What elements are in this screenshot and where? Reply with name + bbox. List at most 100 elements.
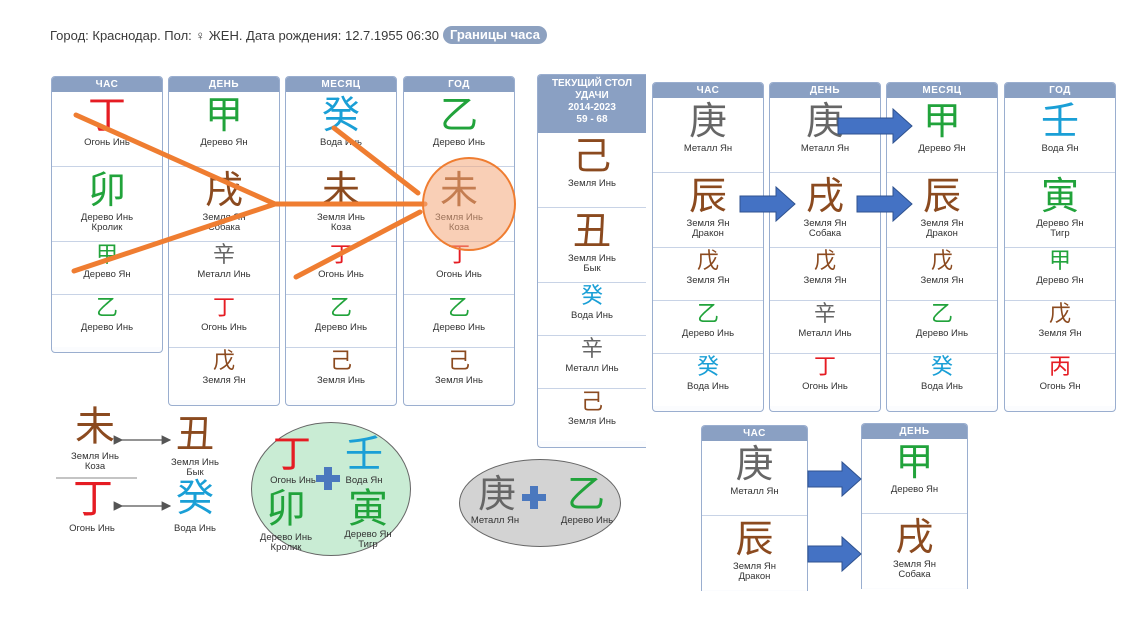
third-hour-stem[interactable]: 庚 Металл Ян [702,441,807,516]
label: Земля Ян [686,218,730,229]
natal-year-hidden-3[interactable]: 己 Земля Инь [404,348,514,400]
luck-hidden-2[interactable]: 辛 Металл Инь [538,336,646,389]
green-combination-oval [251,422,411,556]
orange-line [331,125,421,196]
glyph: 戊 [696,249,719,274]
natal-year-hidden-1[interactable]: 丁 Огонь Инь [404,242,514,295]
second-day-hidden-3[interactable]: 丁 Огонь Инь [770,354,880,406]
second-year-hidden-3[interactable]: 丙 Огонь Ян [1005,354,1115,406]
second-day-column: ДЕНЬ 庚 Металл Ян 戌 Земля Ян Собака 戊 Зем… [769,82,881,412]
label: Огонь Ян [1039,381,1081,392]
orange-line [293,209,423,280]
third-day-title: ДЕНЬ [862,424,967,439]
third-day-stem[interactable]: 甲 Дерево Ян [862,439,967,514]
label: Земля Ян [202,212,246,223]
label: Кролик [91,222,123,233]
second-month-hidden-3[interactable]: 癸 Вода Инь [887,354,997,406]
grey-combination-oval [459,459,621,547]
label: Дерево Инь [681,328,735,339]
label: Вода Ян [1041,143,1079,154]
label: Дерево Инь [432,137,486,148]
natal-month-title: МЕСЯЦ [286,77,396,92]
second-year-hidden-2[interactable]: 戊 Земля Ян [1005,301,1115,354]
second-day-stem[interactable]: 庚 Металл Ян [770,98,880,173]
blue-arrows [739,107,913,573]
label: Дерево Инь [80,322,134,333]
natal-day-stem[interactable]: 甲 Дерево Ян [169,92,279,167]
luck-branch[interactable]: 丑 Земля Инь Бык [538,208,646,283]
third-hour-column: ЧАС 庚 Металл Ян 辰 Земля Ян Дракон [701,425,808,591]
luck-hidden-3[interactable]: 己 Земля Инь [538,389,646,441]
glyph: 乙 [930,302,953,327]
third-hour-title: ЧАС [702,426,807,441]
natal-hour-hidden-1[interactable]: 甲 Дерево Ян [52,242,162,295]
natal-month-stem[interactable]: 癸 Вода Инь [286,92,396,167]
label: Земля Инь [171,457,219,468]
natal-month-hidden-3[interactable]: 己 Земля Инь [286,348,396,400]
blue-arrow [739,185,796,223]
glyph: 卯 [87,168,126,212]
second-month-hidden-2[interactable]: 乙 Дерево Инь [887,301,997,354]
third-day-branch[interactable]: 戌 Земля Ян Собака [862,514,967,588]
glyph: 庚 [688,99,727,143]
blue-arrow [807,535,862,573]
glyph: 甲 [204,93,243,137]
glyph: 戊 [930,249,953,274]
highlight-circle [422,157,516,251]
second-hour-hidden-3[interactable]: 癸 Вода Инь [653,354,763,406]
label: Тигр [358,539,378,550]
label: Земля Ян [733,561,776,572]
natal-year-stem[interactable]: 乙 Дерево Инь [404,92,514,167]
natal-day-hidden-1[interactable]: 辛 Металл Инь [169,242,279,295]
second-hour-hidden-1[interactable]: 戊 Земля Ян [653,248,763,301]
natal-hour-branch[interactable]: 卯 Дерево Инь Кролик [52,167,162,242]
second-day-hidden-1[interactable]: 戊 Земля Ян [770,248,880,301]
combo2-label-a: Металл Ян [470,515,520,526]
natal-hour-hidden-2[interactable]: 乙 Дерево Инь [52,295,162,347]
label: Земля Инь [317,212,365,223]
glyph: 戊 [212,349,235,374]
hour-boundaries-button[interactable]: Границы часа [442,26,547,44]
orange-line [71,201,278,274]
third-hour-branch[interactable]: 辰 Земля Ян Дракон [702,516,807,590]
label: Металл Ян [730,486,779,497]
luck-title-1: ТЕКУЩИЙ СТОЛ [551,78,633,89]
label: Земля Ян [920,218,964,229]
combo1-label-a: Огонь Инь [270,475,316,486]
combo1-glyph-a: 丁 [272,432,311,476]
glyph: 辰 [735,517,774,561]
glyph: 乙 [447,296,470,321]
label: Дерево Ян [1036,218,1084,229]
natal-day-hidden-2[interactable]: 丁 Огонь Инь [169,295,279,348]
second-month-hidden-1[interactable]: 戊 Земля Ян [887,248,997,301]
second-year-hidden-1[interactable]: 甲 Дерево Ян [1005,248,1115,301]
glyph: 己 [447,349,470,374]
glyph: 寅 [1040,174,1079,218]
label: Коза [84,461,106,472]
glyph: 甲 [922,99,961,143]
glyph: 戌 [895,515,934,559]
label: Земля Ян [893,559,936,570]
combo1-label-b: Вода Ян [345,475,383,486]
second-hour-hidden-2[interactable]: 乙 Дерево Инь [653,301,763,354]
label: Вода Инь [320,137,362,148]
glyph: 甲 [1048,249,1071,274]
luck-stem[interactable]: 己 Земля Инь [538,133,646,208]
natal-year-title: ГОД [404,77,514,92]
second-hour-stem[interactable]: 庚 Металл Ян [653,98,763,173]
second-month-stem[interactable]: 甲 Дерево Ян [887,98,997,173]
label: Земля Ян [686,275,730,286]
glyph: 癸 [580,284,603,309]
label: Земля Инь [317,375,365,386]
second-year-branch[interactable]: 寅 Дерево Ян Тигр [1005,173,1115,248]
label: Дерево Ян [1036,275,1084,286]
luck-hidden-1[interactable]: 癸 Вода Инь [538,283,646,336]
natal-day-hidden-3[interactable]: 戊 Земля Ян [169,348,279,400]
natal-month-hidden-2[interactable]: 乙 Дерево Инь [286,295,396,348]
label: Огонь Инь [436,269,482,280]
second-day-hidden-2[interactable]: 辛 Металл Инь [770,301,880,354]
orange-line [73,112,278,207]
natal-year-hidden-2[interactable]: 乙 Дерево Инь [404,295,514,348]
second-year-stem[interactable]: 壬 Вода Ян [1005,98,1115,173]
